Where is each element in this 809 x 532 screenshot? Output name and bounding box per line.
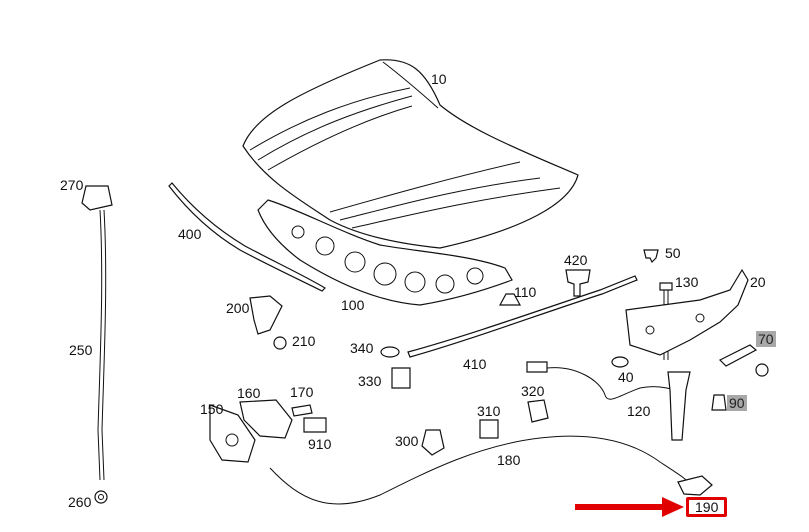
callout-20: 20	[750, 274, 766, 290]
callout-180: 180	[497, 452, 521, 468]
part-210-nut	[273, 336, 287, 350]
callout-410: 410	[463, 356, 487, 372]
part-200-hinge-bracket	[249, 295, 283, 335]
callout-910: 910	[308, 436, 332, 452]
part-10-hood	[242, 59, 579, 249]
part-420-clip	[565, 269, 591, 297]
callout-110: 110	[514, 284, 537, 300]
part-410-long-seal	[407, 275, 638, 358]
part-20-hinge	[625, 268, 749, 356]
callout-90: 90	[727, 395, 747, 411]
part-910-clip	[303, 417, 327, 433]
callout-10: 10	[431, 71, 447, 87]
callout-260: 260	[68, 494, 92, 510]
part-340-washer	[380, 346, 400, 358]
callout-170: 170	[290, 384, 314, 400]
part-striker-rod	[667, 371, 691, 441]
part-310-clip	[479, 419, 499, 439]
part-260-grommet	[94, 490, 108, 504]
part-330-buffer	[391, 367, 411, 389]
callout-270: 270	[60, 177, 84, 193]
part-110-clip	[498, 293, 522, 306]
callout-420: 420	[564, 252, 588, 268]
part-250-prop-rod	[97, 209, 107, 481]
part-170-screw	[291, 404, 313, 417]
part-50-bolt	[643, 249, 659, 264]
part-300-clip	[421, 429, 445, 456]
part-190-release-handle	[677, 475, 713, 496]
callout-200: 200	[226, 300, 250, 316]
callout-70: 70	[756, 331, 776, 347]
callout-310: 310	[477, 403, 501, 419]
callout-130: 130	[675, 274, 699, 290]
part-40-washer	[611, 356, 629, 368]
part-70-spring	[718, 344, 769, 377]
callout-210: 210	[292, 333, 316, 349]
callout-190: 190	[686, 497, 728, 517]
callout-320: 320	[521, 383, 545, 399]
part-100-hood-inner-frame	[257, 199, 513, 306]
callout-160: 160	[237, 385, 261, 401]
callout-50: 50	[665, 245, 681, 261]
part-160-lock-cover	[239, 399, 293, 439]
callout-330: 330	[358, 373, 382, 389]
callout-150: 150	[200, 401, 224, 417]
part-180-release-cable	[269, 435, 691, 505]
highlight-arrow	[575, 497, 684, 517]
part-270-bracket	[81, 185, 113, 211]
part-150-lock	[209, 404, 256, 463]
part-120-cable	[526, 361, 681, 400]
callout-340: 340	[350, 340, 374, 356]
part-320-clip	[527, 399, 549, 423]
part-90-clip	[711, 394, 727, 411]
callout-300: 300	[395, 433, 419, 449]
callout-400: 400	[178, 226, 202, 242]
part-400-seal-strip	[168, 182, 326, 292]
callout-40: 40	[618, 369, 634, 385]
callout-120: 120	[627, 403, 651, 419]
callout-250: 250	[69, 342, 93, 358]
callout-100: 100	[341, 297, 365, 313]
